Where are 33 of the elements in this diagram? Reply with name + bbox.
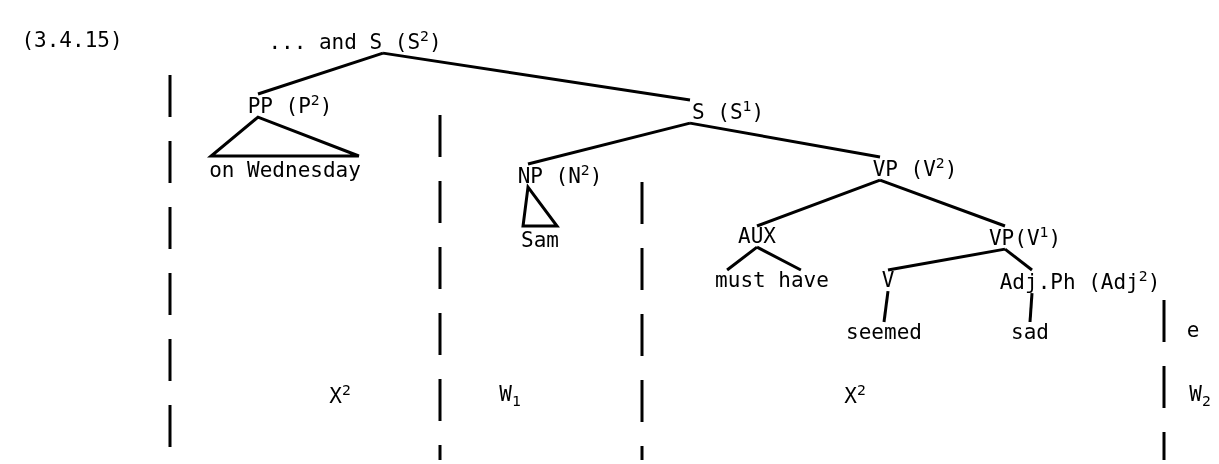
branch-line (1028, 293, 1034, 323)
tree-node-label: PP (P$^{2}$) (247, 92, 333, 119)
branch-line (887, 247, 1006, 272)
branch-line (1004, 247, 1033, 272)
tree-node-label: sad (1011, 320, 1049, 345)
tree-node-label: NP (N$^{2}$) (517, 162, 603, 189)
tree-node-label: V (881, 268, 895, 293)
tree-node-label: VP(V$^{1}$) (988, 224, 1062, 251)
segment-label: X$^{2}$ (844, 382, 866, 409)
branch-line (879, 178, 1006, 228)
tree-node-label: on Wednesday (209, 158, 361, 183)
roof-triangle (207, 115, 361, 158)
tree-node-label: seemed (846, 320, 922, 345)
tree-node-label: Sam (521, 228, 559, 253)
branch-line (527, 121, 691, 166)
roof-triangle (521, 183, 560, 228)
segment-label: W$_{2}$ (1189, 382, 1211, 411)
branch-line (756, 178, 881, 228)
segment-label: X$^{2}$ (329, 382, 351, 409)
example-number: (3.4.15) (21, 28, 123, 53)
branch-line (725, 245, 803, 272)
tree-node-label: VP (V$^{2}$) (872, 155, 958, 182)
tree-node-label: Adj.Ph (Adj$^{2}$) (999, 268, 1161, 295)
empty-category-label: e (1186, 318, 1200, 343)
branch-line (882, 290, 890, 323)
tree-node-label: AUX (738, 224, 776, 249)
tree-node-label: must have (715, 268, 829, 293)
tree-node-label: ... and S (S$^{2}$) (268, 28, 442, 55)
segment-label: W$_{1}$ (499, 382, 521, 411)
tree-node-label: S (S$^{1}$) (691, 98, 765, 125)
branch-line (689, 121, 881, 159)
branch-line (382, 51, 691, 102)
branch-line (257, 51, 384, 96)
